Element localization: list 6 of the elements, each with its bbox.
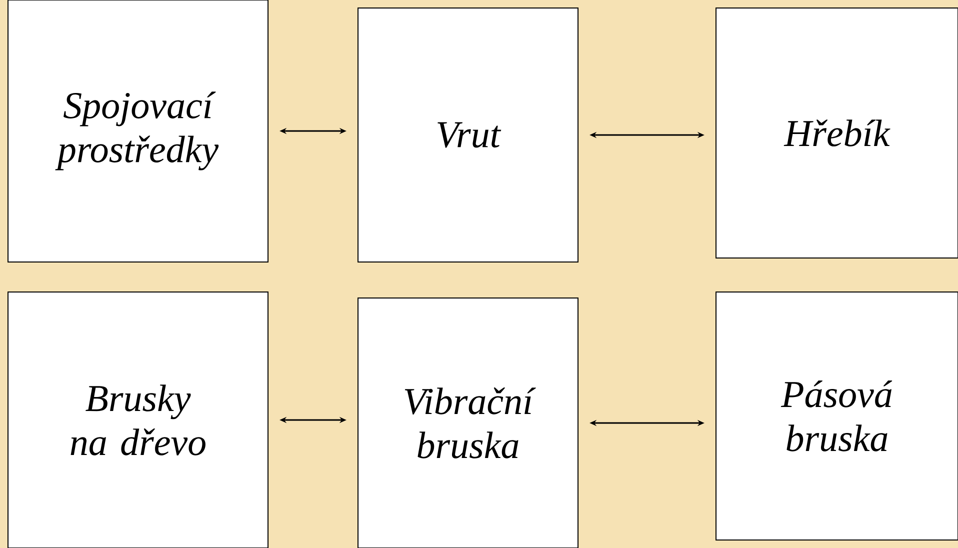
text-box: Brusky na dřevo [8, 292, 268, 548]
text-box: Vrut [358, 8, 578, 262]
text-box: Spojovací prostředky [8, 0, 268, 262]
text-box: Hřebík [716, 8, 958, 258]
text-box: Pásová bruska [716, 292, 958, 540]
text-box: Vibrační bruska [358, 298, 578, 548]
